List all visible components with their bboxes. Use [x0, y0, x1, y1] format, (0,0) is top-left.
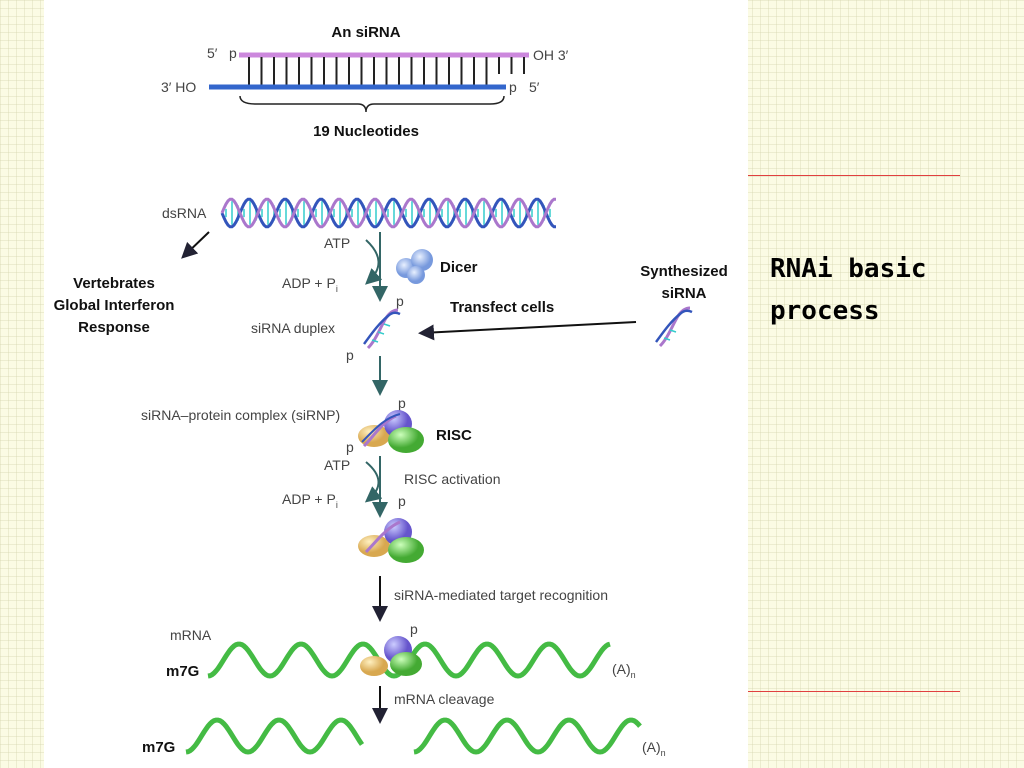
mrna-p: p: [410, 621, 418, 637]
interferon-arrow: [181, 231, 210, 259]
mrna-cleavage-label: mRNA cleavage: [394, 691, 495, 707]
sirna-three-prime-ho: 3′ HO: [161, 79, 196, 95]
activated-risc: [358, 518, 424, 563]
synthesized-label: Synthesized: [640, 263, 728, 280]
dsrna-helix: [220, 197, 556, 229]
divider-top: [748, 175, 960, 176]
mrna-label: mRNA: [170, 627, 212, 643]
adp-label-2: ADP + Pi: [282, 491, 338, 510]
sirna-oh-three-prime: OH 3′: [533, 47, 569, 63]
rnai-diagram: An siRNA 5′ p OH 3′ 3′ HO p 5′ 19 Nucleo…: [54, 24, 728, 758]
sirna-duplex-helix: [362, 308, 401, 350]
target-recognition-label: siRNA-mediated target recognition: [394, 587, 608, 603]
transfect-arrow: [418, 321, 637, 341]
mrna-fragment-5prime: [185, 717, 365, 755]
atp-label-2: ATP: [324, 457, 350, 473]
transfect-label: Transfect cells: [450, 299, 554, 316]
bound-risc: [360, 636, 422, 676]
duplex-p-top: p: [396, 293, 404, 309]
vertebrates-label: Vertebrates: [73, 275, 155, 292]
sirna-title: An siRNA: [331, 24, 400, 41]
adp-label-1: ADP + Pi: [282, 275, 338, 294]
activated-p: p: [398, 493, 406, 509]
risc-p-top: p: [398, 395, 406, 411]
atp-label-1: ATP: [324, 235, 350, 251]
risc-complex: [358, 410, 424, 453]
polya-tail-1: (A)n: [612, 661, 636, 680]
nucleotides-label: 19 Nucleotides: [313, 123, 419, 140]
dicer-label: Dicer: [440, 259, 478, 276]
atp-curved-arrow-2: [364, 461, 383, 503]
risc-label: RISC: [436, 427, 472, 444]
dsrna-label: dsRNA: [162, 205, 207, 221]
risc-activation-label: RISC activation: [404, 471, 500, 487]
response-label: Response: [78, 319, 150, 336]
sirnp-label: siRNA–protein complex (siRNP): [141, 407, 340, 423]
sirna-duplex-label: siRNA duplex: [251, 320, 335, 336]
sirna-five-prime-bottom: 5′: [529, 79, 540, 95]
duplex-p-bottom: p: [346, 347, 354, 363]
global-interferon-label: Global Interferon: [54, 297, 175, 314]
m7g-label-2: m7G: [142, 739, 175, 756]
sirna-base-pairs: [248, 57, 525, 85]
sirna-p-top: p: [229, 45, 237, 61]
divider-bottom: [748, 691, 960, 692]
synthesized-sirna-label: siRNA: [661, 285, 706, 302]
mrna-fragment-3prime: [413, 717, 642, 755]
synthesized-sirna-helix: [654, 306, 693, 348]
m7g-label-1: m7G: [166, 663, 199, 680]
nucleotide-brace: [239, 95, 505, 113]
sirna-p-bottom: p: [509, 79, 517, 95]
risc-p-bottom: p: [346, 439, 354, 455]
rnai-figure: An siRNA 5′ p OH 3′ 3′ HO p 5′ 19 Nucleo…: [44, 0, 748, 768]
slide-title: RNAi basic process: [770, 254, 927, 326]
atp-curved-arrow-1: [365, 239, 383, 285]
dicer-enzyme: [396, 249, 433, 284]
polya-tail-2: (A)n: [642, 739, 666, 758]
sirna-five-prime-top: 5′: [207, 45, 218, 61]
